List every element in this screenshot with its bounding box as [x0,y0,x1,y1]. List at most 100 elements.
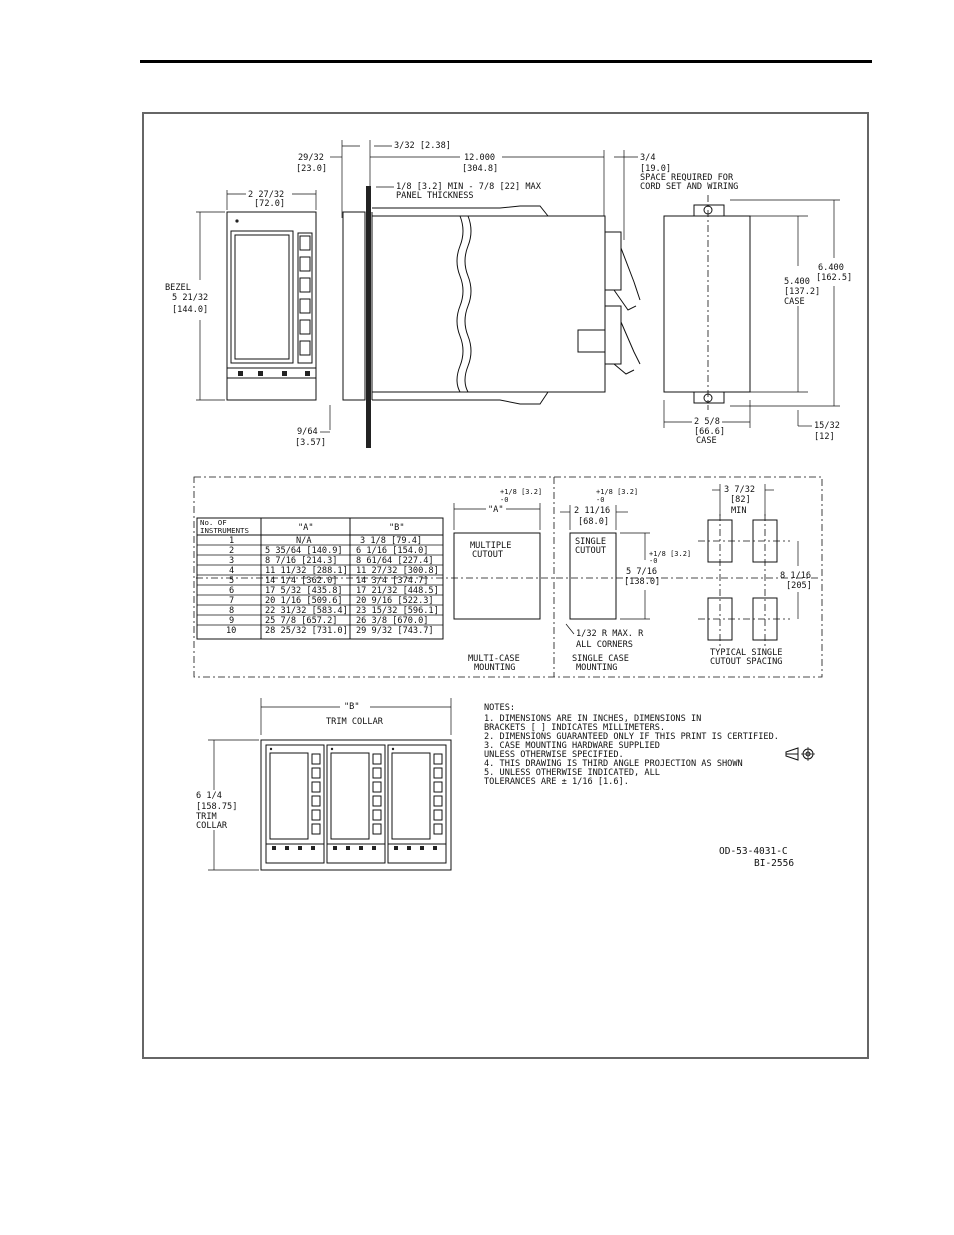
drawing-frame [142,112,869,1059]
single-height-b: [138.0] [624,577,660,587]
dim-case-width-b: [66.6] [694,427,725,437]
table-cell-count: 2 [229,546,234,556]
dim-bezel-label: BEZEL [165,283,191,293]
note-line: 1. DIMENSIONS ARE IN INCHES, DIMENSIONS … [484,714,701,724]
single-width-a: 2 11/16 [574,506,610,516]
table-cell-b: 23 15/32 [596.1] [356,606,439,616]
dim-case-height-c: CASE [784,297,805,307]
single-h-tol-a: +1/8 [3.2] [649,550,691,558]
dim-panel-thickness-2: PANEL THICKNESS [396,191,474,201]
table-cell-count: 7 [229,596,234,606]
dim-spacing-a: 15/32 [814,421,840,431]
dim-panel-thickness-1: 1/8 [3.2] MIN - 7/8 [22] MAX [396,182,542,192]
table-cell-b: 14 3/4 [374.7] [356,576,428,586]
spacing-height-b: [205] [786,581,812,591]
dim-bezel-depth-2b: [23.0] [296,164,327,174]
multi-width-a: "A" [488,505,504,515]
table-cell-b: 29 9/32 [743.7] [356,626,434,636]
drawing-id-bi: BI-2556 [754,858,794,869]
table-cell-b: 17 21/32 [448.5] [356,586,439,596]
dim-case-height-b: [137.2] [784,287,820,297]
note-line: TOLERANCES ARE ± 1/16 [1.6]. [484,777,629,787]
header-rule [140,60,872,63]
single-width-b: [68.0] [578,517,609,527]
table-cell-count: 8 [229,606,234,616]
trim-height-a: 6 1/4 [196,791,222,801]
table-cell-a: 22 31/32 [583.4] [265,606,348,616]
single-caption-b: MOUNTING [576,663,617,673]
note-line: 4. THIS DRAWING IS THIRD ANGLE PROJECTIO… [484,759,743,769]
dim-bezel-height-b: [144.0] [172,305,208,315]
single-label-a: SINGLE [575,537,606,547]
table-cell-a: 11 11/32 [288.1] [265,566,348,576]
side-view-instrument [342,186,641,448]
spacing-width-c: MIN [731,506,747,516]
note-line: 3. CASE MOUNTING HARDWARE SUPPLIED [484,741,660,751]
dim-cord-space-b: [19.0] [640,164,671,174]
table-header-col: "B" [389,523,405,533]
table-cell-a: 17 5/32 [435.8] [265,586,343,596]
multi-label-a: MULTIPLE [470,541,511,551]
rear-view-case [663,195,751,410]
table-cell-b: 3 1/8 [79.4] [360,536,422,546]
table-cell-count: 4 [229,566,234,576]
table-cell-count: 5 [229,576,234,586]
dim-bezel-width-b: [72.0] [254,199,285,209]
dim-bottom-b: [3.57] [295,438,326,448]
multi-label-b: CUTOUT [472,550,503,560]
drawing-id-od: OD-53-4031-C [719,846,788,857]
note-line: UNLESS OTHERWISE SPECIFIED. [484,750,624,760]
trim-height-b: [158.75] [196,802,237,812]
dim-cord-space-d: CORD SET AND WIRING [640,182,738,192]
table-header-count-2: INSTRUMENTS [200,526,249,535]
spacing-caption-b: CUTOUT SPACING [710,657,782,667]
dim-bezel-depth: 3/32 [2.38] [394,141,451,151]
table-cell-a: 8 7/16 [214.3] [265,556,337,566]
front-view-instrument [226,211,317,401]
single-caption-a: SINGLE CASE [572,654,629,664]
dim-cord-space-c: SPACE REQUIRED FOR [640,173,734,183]
trim-instrument-unit [265,744,325,864]
single-height-a: 5 7/16 [626,567,657,577]
dim-bezel-depth-2a: 29/32 [298,153,324,163]
table-cell-b: 26 3/8 [670.0] [356,616,428,626]
single-tol-b: -0 [596,496,604,504]
single-h-tol-b: -0 [649,557,657,565]
dim-bottom-a: 9/64 [297,427,318,437]
dim-spacing-b: [12] [814,432,835,442]
table-cell-b: 11 27/32 [300.8] [356,566,439,576]
notes-title: NOTES: [484,703,515,713]
note-line: 2. DIMENSIONS GUARANTEED ONLY IF THIS PR… [484,732,779,742]
dim-cord-space-a: 3/4 [640,153,656,163]
dim-bezel-width-a: 2 27/32 [248,190,284,200]
single-cutout [569,532,617,620]
table-cell-count: 6 [229,586,234,596]
note-line: 5. UNLESS OTHERWISE INDICATED, ALL [484,768,660,778]
table-cell-count: 3 [229,556,234,566]
trim-collar-label: TRIM COLLAR [326,717,384,727]
table-cell-a: N/A [296,536,312,546]
table-cell-b: 6 1/16 [154.0] [356,546,428,556]
note-line: BRACKETS [ ] INDICATES MILLIMETERS. [484,723,665,733]
trim-b-label: "B" [344,702,360,712]
trim-height-d: COLLAR [196,821,228,831]
single-label-b: CUTOUT [575,546,606,556]
multiple-cutout [453,532,541,620]
table-cell-count: 1 [229,536,234,546]
table-cell-count: 9 [229,616,234,626]
table-cell-count: 10 [226,626,236,636]
table-cell-b: 8 61/64 [227.4] [356,556,434,566]
dim-bezel-height-a: 5 21/32 [172,293,208,303]
dim-case-height-a: 5.400 [784,277,810,287]
trim-instrument-unit [387,744,447,864]
table-cell-a: 14 1/4 [362.0] [265,576,337,586]
table-cell-a: 28 25/32 [731.0] [265,626,348,636]
dim-case-width-c: CASE [696,436,717,446]
dim-case-length-a: 12.000 [464,153,495,163]
table-header-col: "A" [298,523,314,533]
spacing-width-b: [82] [730,495,751,505]
table-header-count-1: No. OF [200,518,227,527]
spacing-width-a: 3 7/32 [724,485,755,495]
dim-case-width-a: 2 5/8 [694,417,720,427]
